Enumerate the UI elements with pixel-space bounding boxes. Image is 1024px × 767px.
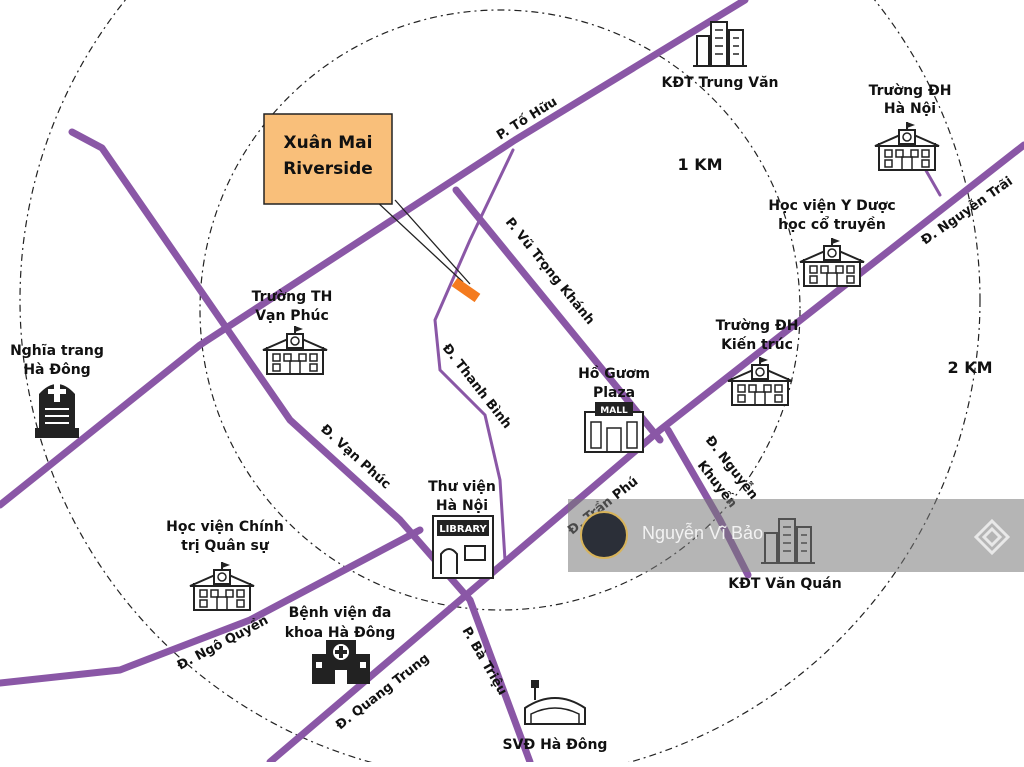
mall-sign: MALL: [600, 406, 628, 416]
road-ngo-quyen: [0, 526, 424, 687]
ring-2km: [19, 0, 981, 767]
shopping-mall-icon: MALL: [584, 402, 644, 453]
callout-line: [374, 199, 464, 283]
road-label-vu-trong-khanh: P. Vũ Trọng Khánh: [502, 215, 597, 328]
place-truong-dh-kt-line2: Kiến trúc: [721, 336, 793, 353]
place-hv-chinh-tri-line2: trị Quân sự: [181, 538, 270, 554]
road-to-huu: [0, 0, 749, 509]
school-building-icon: [874, 121, 940, 171]
watermark-name: Nguyễn Vĩ Bảo: [642, 523, 764, 543]
place-truong-th-line1: Trường TH: [252, 289, 333, 305]
stadium-icon: [524, 680, 586, 725]
ring-1km: [199, 9, 801, 611]
project-name-line2: Riverside: [283, 159, 373, 179]
place-ho-guom-line2: Plaza: [593, 385, 635, 401]
place-kdt-van-quan: KĐT Văn Quán: [728, 576, 841, 592]
project-name-line1: Xuân Mai: [284, 133, 373, 153]
hospital-icon: [312, 640, 370, 684]
place-thu-vien-line2: Hà Nội: [436, 498, 488, 514]
library-sign: LIBRARY: [439, 524, 487, 535]
school-building-icon: [262, 325, 328, 375]
tombstone-icon: [35, 384, 79, 438]
school-building-icon: [727, 356, 793, 406]
place-kdt-trung-van: KĐT Trung Văn: [662, 75, 779, 91]
place-thu-vien-line1: Thư viện: [428, 479, 496, 495]
place-hv-y-duoc-line1: Học viện Y Dược: [768, 198, 895, 214]
road-nguyen-trai: [266, 141, 1024, 766]
place-hv-chinh-tri-line1: Học viện Chính: [166, 519, 284, 535]
place-benh-vien-line1: Bệnh viện đa: [289, 605, 392, 621]
ring-label-2km: 2 KM: [947, 358, 992, 377]
road-van-phuc: [68, 128, 534, 766]
project-box: [263, 113, 393, 205]
place-truong-dh-hn-line2: Hà Nội: [884, 101, 936, 117]
place-nghia-trang-line2: Hà Đông: [23, 362, 90, 378]
avatar: [580, 511, 628, 559]
brand-logo-icon: [973, 518, 1011, 556]
place-truong-th-line2: Vạn Phúc: [255, 308, 329, 324]
road-vu-trong-khanh: [452, 186, 664, 444]
road-label-thanh-binh: Đ. Thanh Bình: [439, 341, 514, 432]
watermark-banner: Nguyễn Vĩ Bảo: [568, 499, 1024, 572]
place-truong-dh-kt-line1: Trường ĐH: [716, 318, 799, 334]
library-icon: LIBRARY: [432, 515, 494, 579]
place-truong-dh-hn-line1: Trường ĐH: [869, 83, 952, 99]
place-nghia-trang-line1: Nghĩa trang: [10, 343, 104, 359]
road-thanh-binh: [433, 148, 515, 562]
place-hv-y-duoc-line2: học cổ truyền: [778, 216, 886, 233]
place-ho-guom-line1: Hồ Gươm: [578, 365, 650, 382]
school-building-icon: [799, 237, 865, 287]
ring-label-1km: 1 KM: [677, 155, 722, 174]
school-building-icon: [189, 561, 255, 611]
place-svd: SVĐ Hà Đông: [503, 737, 608, 753]
place-benh-vien-line2: khoa Hà Đông: [285, 625, 396, 641]
project-marker: [451, 277, 481, 303]
